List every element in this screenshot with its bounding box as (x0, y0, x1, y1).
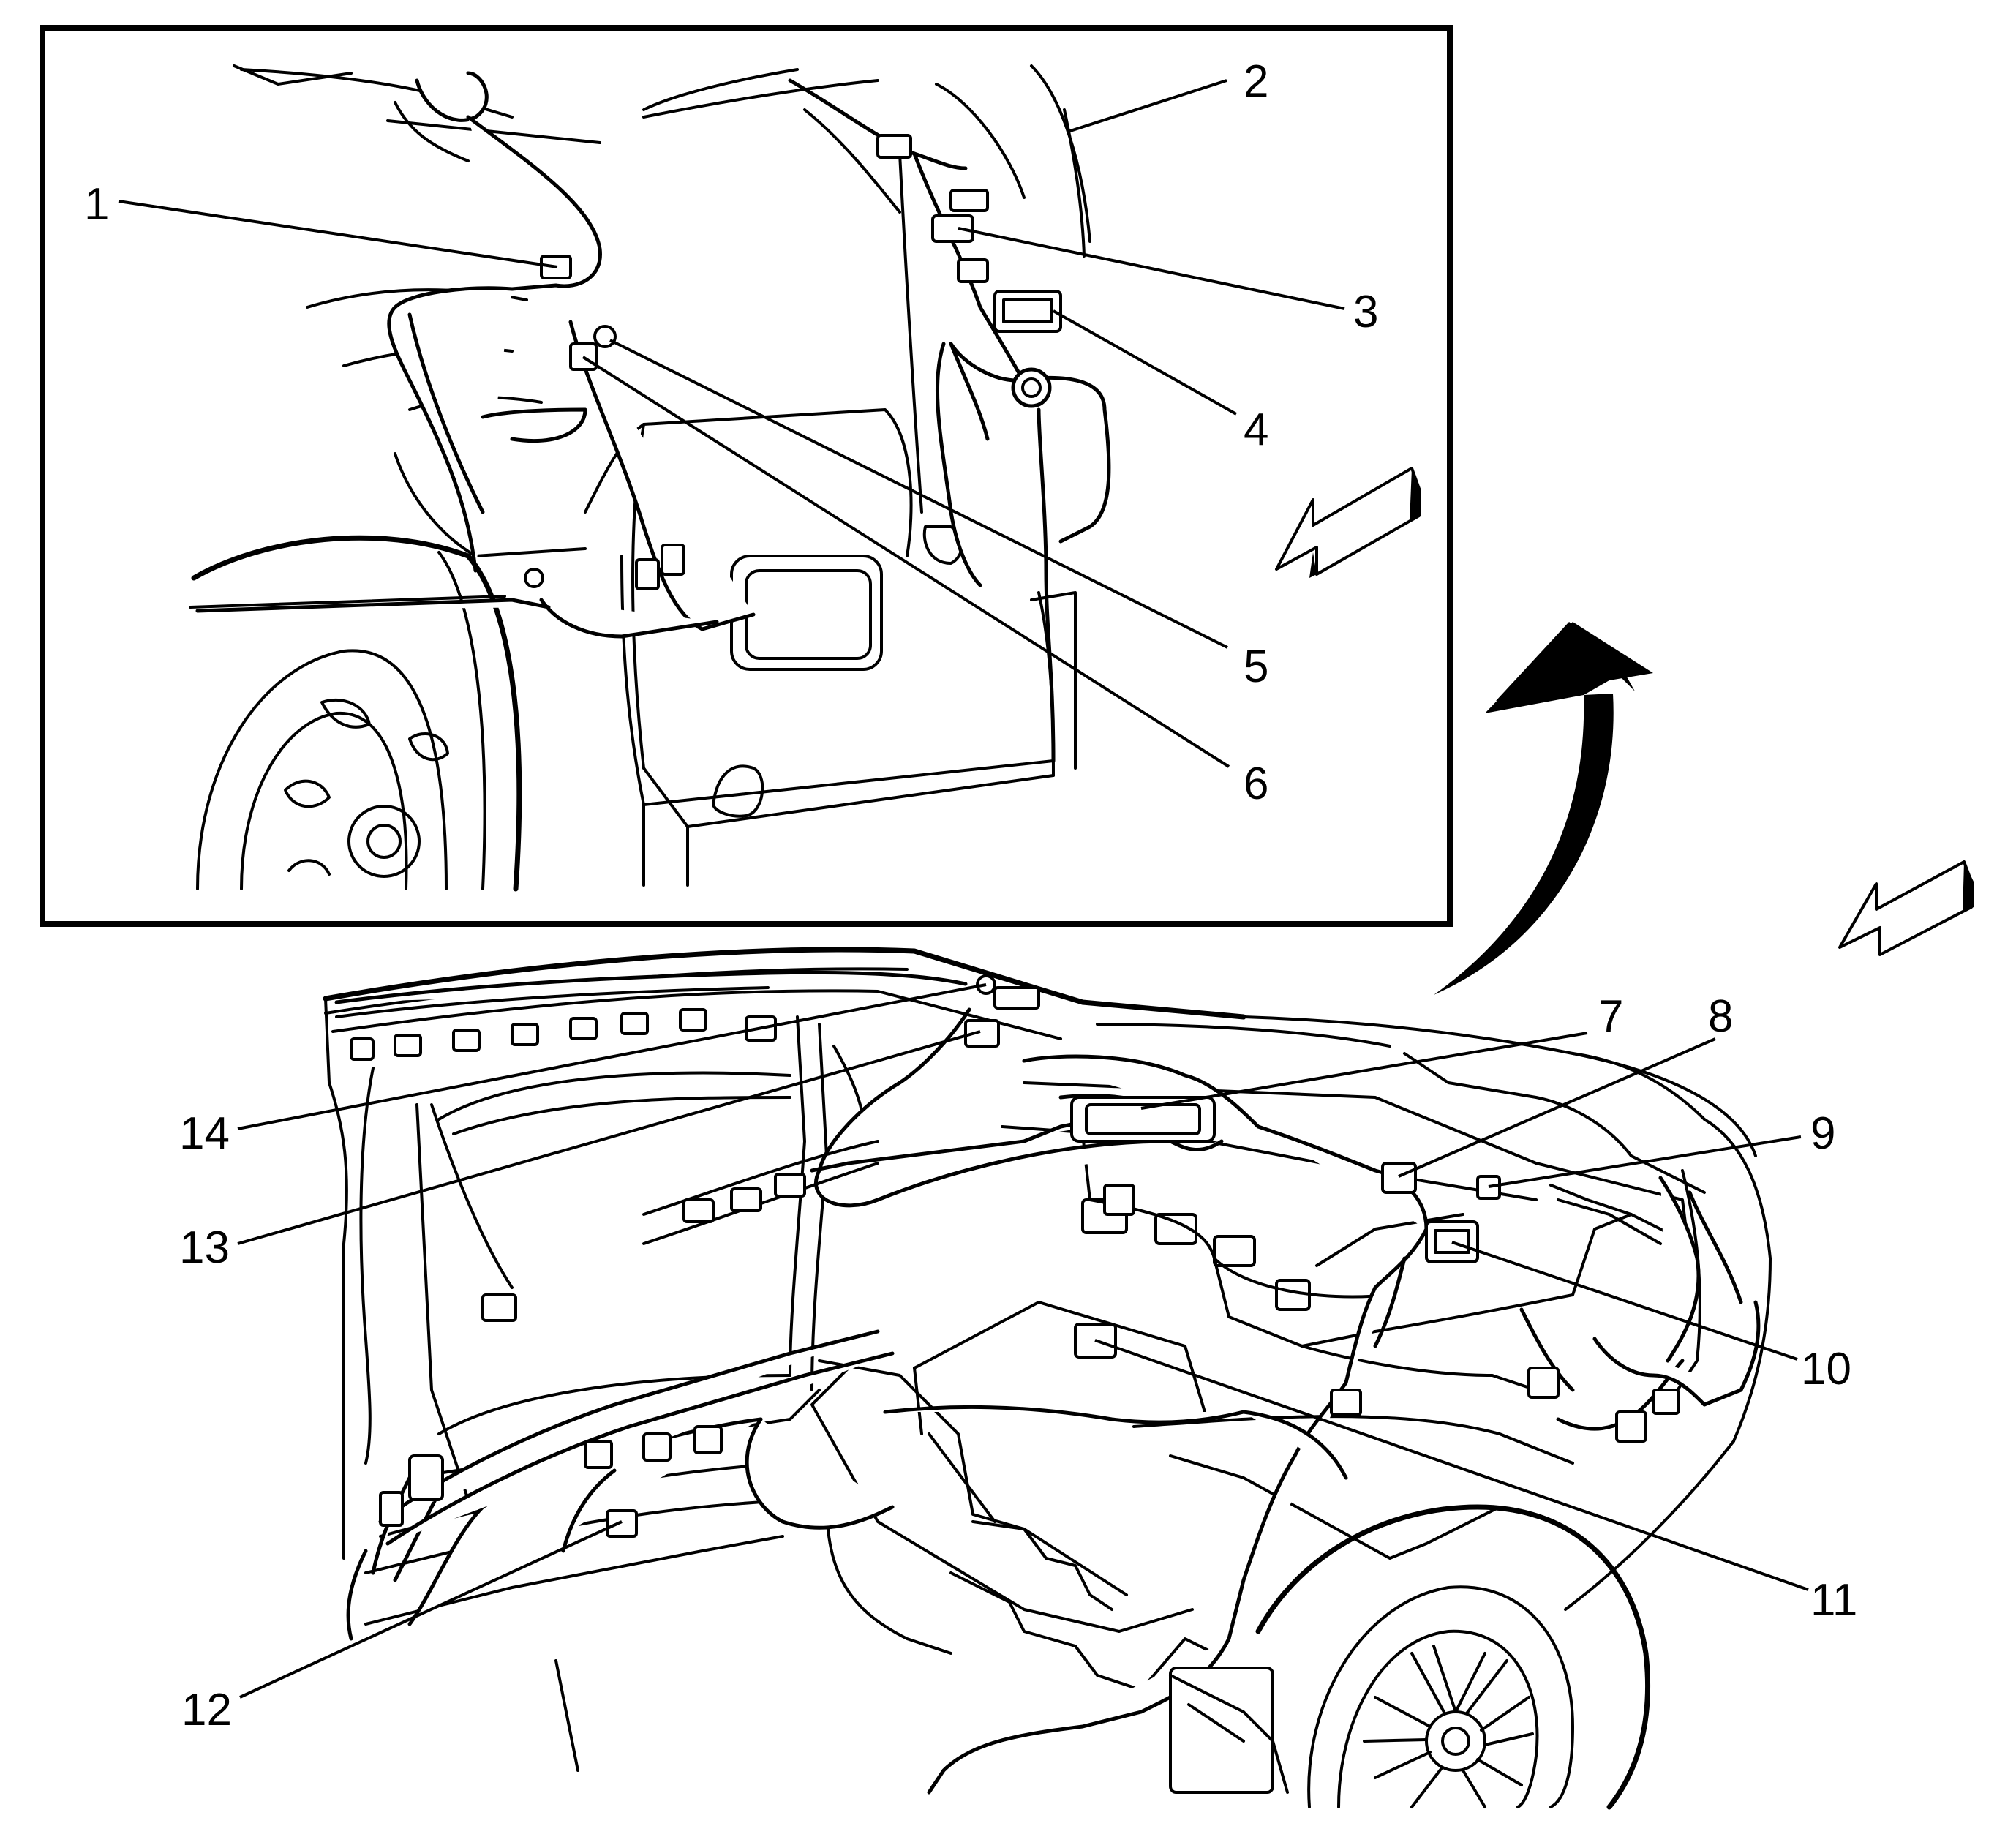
component-7-module (1070, 1096, 1216, 1143)
leader-6 (582, 356, 1230, 768)
detail-rear-wheel (191, 535, 522, 892)
leader-5 (609, 339, 1228, 649)
detail-view (40, 25, 1453, 927)
detail-components (524, 134, 1062, 590)
detail-view-frame (40, 25, 1453, 927)
leader-2 (1067, 79, 1227, 133)
callout-7: 7 (1598, 991, 1623, 1042)
callout-8: 8 (1708, 991, 1733, 1042)
leader-1 (118, 200, 558, 268)
component-13-connector (964, 1019, 1000, 1048)
leader-10 (1451, 1241, 1798, 1361)
rear-floor-panels (818, 1162, 1691, 1691)
front-direction-arrow-icon-main (1838, 860, 1974, 956)
leader-13 (237, 1030, 981, 1245)
leader-12 (239, 1520, 623, 1699)
callout-4: 4 (1244, 405, 1268, 455)
callout-3: 3 (1353, 287, 1378, 337)
leader-7 (1140, 1032, 1588, 1110)
leader-11 (1094, 1339, 1809, 1591)
callout-2: 2 (1244, 56, 1268, 107)
callout-9: 9 (1810, 1108, 1835, 1159)
leader-9 (1488, 1135, 1802, 1188)
callout-13: 13 (179, 1222, 230, 1273)
callout-10: 10 (1801, 1344, 1851, 1394)
callout-1: 1 (84, 179, 109, 230)
callout-labels: 1 2 3 4 5 6 7 8 9 10 11 12 13 14 (84, 56, 1857, 1735)
front-direction-arrow-icon (1275, 467, 1421, 578)
leader-3 (958, 227, 1345, 310)
leader-8 (1398, 1037, 1716, 1178)
main-components (350, 974, 1680, 1794)
callout-leaders (118, 79, 1809, 1699)
component-3-connector (931, 214, 974, 243)
main-harness (346, 1007, 1761, 1795)
callout-6: 6 (1244, 759, 1268, 809)
leader-14 (237, 983, 987, 1130)
leader-4 (1053, 309, 1237, 416)
callout-11: 11 (1810, 1575, 1857, 1626)
component-12-connector (606, 1509, 638, 1538)
component-8-connector (1381, 1162, 1417, 1194)
component-5-fastener (593, 325, 617, 348)
main-rear-wheel (1255, 1504, 1651, 1810)
main-vehicle-view (323, 947, 1772, 1810)
component-9-fastener (1476, 1175, 1501, 1200)
zoom-to-detail-arrow-icon (1434, 622, 1653, 995)
callout-12: 12 (181, 1685, 232, 1735)
callout-14: 14 (179, 1108, 230, 1159)
callout-5: 5 (1244, 642, 1268, 692)
